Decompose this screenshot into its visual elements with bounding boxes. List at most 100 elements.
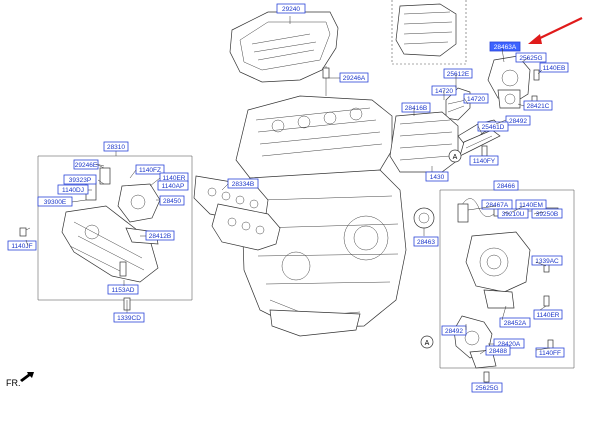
- callout-text: 28488: [489, 348, 507, 355]
- callout-25625g: 25625G: [471, 382, 503, 393]
- callout-text: 28463: [417, 239, 435, 246]
- callout-text: 1140FZ: [139, 167, 161, 174]
- front-direction-label: FR.: [6, 372, 34, 388]
- callout-box: [533, 309, 563, 320]
- callout-25612e: 25612E: [443, 68, 473, 79]
- svg-text:A: A: [425, 340, 430, 347]
- callout-box: [425, 171, 449, 182]
- callout-box: [401, 102, 431, 113]
- callout-29246a: 29246A: [339, 72, 369, 83]
- callout-28463a: 28463A: [489, 41, 521, 52]
- callout-1140eb: 1140EB: [539, 62, 569, 73]
- callout-text: 25612E: [447, 71, 470, 78]
- callout-text: 1140EB: [543, 65, 566, 72]
- callout-text: 28467A: [486, 202, 509, 209]
- callout-text: 28492: [445, 328, 463, 335]
- callout-28416b: 28416B: [401, 102, 431, 113]
- callout-28421c: 28421C: [523, 100, 553, 111]
- bolt-29246a: [322, 66, 338, 96]
- callout-1140jf: 1140JF: [7, 240, 37, 251]
- callout-box: [505, 115, 531, 126]
- callout-1140ap: 1140AP: [157, 180, 189, 191]
- front-arrow-icon: [20, 372, 34, 382]
- callout-box: [227, 178, 259, 189]
- callout-box: [443, 68, 473, 79]
- callout-box: [515, 199, 547, 210]
- callout-text: 28310: [107, 144, 125, 151]
- callout-text: 1140EM: [519, 202, 543, 209]
- callout-text: 1140ER: [536, 312, 559, 319]
- highlight-arrow: [528, 17, 583, 44]
- callout-box: [481, 199, 513, 210]
- callout-text: 28492: [509, 118, 527, 125]
- callout-text: 1140ER: [162, 175, 185, 182]
- callout-box: [73, 159, 99, 170]
- callout-box: [539, 62, 569, 73]
- callout-1140em: 1140EM: [515, 199, 547, 210]
- callout-box: [37, 196, 73, 207]
- callout-28412b: 28412B: [145, 230, 175, 241]
- callout-text: 29246A: [343, 75, 366, 82]
- callout-29240: 29240: [276, 3, 306, 14]
- ref-mark-a-top: A: [448, 149, 462, 163]
- callout-text: 28450: [163, 198, 181, 205]
- callout-text: 1153AD: [111, 287, 134, 294]
- callout-box: [441, 325, 467, 336]
- callout-text: 1140FY: [473, 158, 496, 165]
- callout-39300e: 39300E: [37, 196, 73, 207]
- callout-text: 1140DJ: [62, 187, 84, 194]
- callout-box: [485, 345, 511, 356]
- callout-28492: 28492: [505, 115, 531, 126]
- callout-box: [276, 3, 306, 14]
- callout-text: 1339CD: [117, 315, 141, 322]
- callout-28466: 28466: [493, 180, 519, 191]
- callout-text: 28412B: [149, 233, 171, 240]
- callout-box: [7, 240, 37, 251]
- callout-28467a: 28467A: [481, 199, 513, 210]
- callout-1153ad: 1153AD: [107, 284, 139, 295]
- callout-1430: 1430: [425, 171, 449, 182]
- callout-box: [103, 141, 129, 152]
- callout-29246e: 29246E: [73, 159, 99, 170]
- callout-box: [531, 208, 563, 219]
- callout-box: [515, 52, 547, 63]
- callout-box: [57, 184, 89, 195]
- callout-1140fz: 1140FZ: [135, 164, 165, 175]
- callout-box: [157, 180, 189, 191]
- callout-box: [135, 164, 165, 175]
- callout-box: [531, 255, 563, 266]
- callout-box: [497, 208, 529, 219]
- callout-box: [413, 236, 439, 247]
- callout-box: [159, 195, 185, 206]
- callout-text: 28463A: [494, 44, 517, 51]
- callout-1140fy: 1140FY: [469, 155, 499, 166]
- callout-text: 28452A: [504, 320, 527, 327]
- callout-text: 29240: [282, 6, 300, 13]
- callout-39250b: 39250B: [531, 208, 563, 219]
- callout-box: [463, 93, 489, 104]
- engine-block: [235, 95, 407, 337]
- callout-box: [469, 155, 499, 166]
- callout-39323p: 39323P: [63, 174, 97, 185]
- callout-text: 28416B: [405, 105, 427, 112]
- callout-box: [113, 312, 145, 323]
- callout-1140er: 1140ER: [533, 309, 563, 320]
- callout-28310: 28310: [103, 141, 129, 152]
- callout-text: 25625G: [519, 55, 542, 62]
- callout-labels: 29240 29246A 28310 29246E 1140FZ 39323P 1140ER…: [7, 3, 569, 393]
- callout-1140dj: 1140DJ: [57, 184, 89, 195]
- callout-text: 39250B: [536, 211, 558, 218]
- callout-text: 1140JF: [11, 243, 32, 250]
- callout-text: 28334B: [232, 181, 254, 188]
- callout-box: [489, 41, 521, 52]
- callout-25461d: 25461D: [477, 121, 509, 132]
- svg-text:A: A: [453, 154, 458, 161]
- callout-text: 25625G: [475, 385, 498, 392]
- callout-box: [107, 284, 139, 295]
- callout-25625g: 25625G: [515, 52, 547, 63]
- engine-cover: [229, 11, 339, 83]
- callout-28450: 28450: [159, 195, 185, 206]
- left-group-box: [19, 150, 193, 316]
- callout-1339ac: 1339AC: [531, 255, 563, 266]
